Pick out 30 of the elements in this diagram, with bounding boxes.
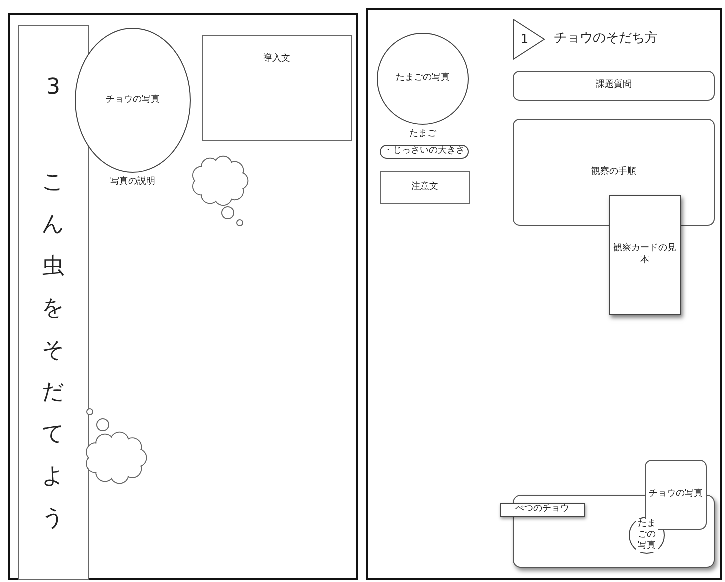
size-note bbox=[380, 145, 469, 159]
frame-label: 観察の手順 bbox=[592, 166, 636, 178]
sample-card bbox=[609, 195, 681, 315]
page-frame bbox=[8, 13, 358, 580]
title-band bbox=[18, 25, 89, 580]
caption-label: べつのチョウ bbox=[516, 504, 570, 516]
frame-label: 注意文 bbox=[412, 182, 438, 194]
question-box bbox=[513, 71, 715, 101]
frame-label: ・じっさいの大きさ bbox=[384, 146, 465, 158]
frame-label: 導入文 bbox=[262, 54, 292, 66]
page-frame bbox=[366, 8, 722, 580]
steps-box bbox=[513, 119, 715, 226]
chapter-number: 3 bbox=[46, 74, 62, 102]
photo-caption: 写真の説明 bbox=[110, 177, 156, 189]
photo-frame bbox=[645, 460, 707, 530]
photo-caption: たまご bbox=[408, 129, 438, 141]
note-box bbox=[380, 171, 470, 204]
caption-tag bbox=[500, 503, 585, 517]
section-number: 1 bbox=[521, 32, 529, 48]
thought-bubble bbox=[84, 407, 148, 484]
frame-label: たまごの写真 bbox=[636, 518, 658, 552]
frame-label: チョウの写真 bbox=[106, 94, 160, 106]
frame-label: チョウの写真 bbox=[649, 489, 703, 501]
chapter-title: こん虫をそだてよう bbox=[41, 169, 66, 533]
frame-label: 課題質問 bbox=[596, 80, 632, 92]
frame-label: 観察カードの見本 bbox=[613, 243, 677, 267]
thought-bubble bbox=[190, 155, 247, 227]
intro-box bbox=[202, 35, 352, 141]
section-heading: チョウのそだち方 bbox=[554, 31, 658, 48]
frame-label: たまごの写真 bbox=[396, 73, 450, 85]
